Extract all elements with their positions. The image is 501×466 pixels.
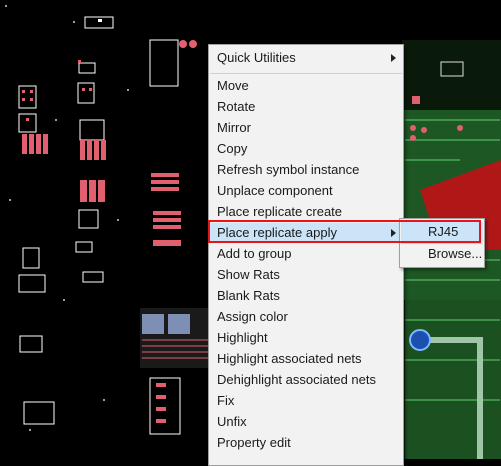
menu-item-highlight[interactable]: Highlight	[210, 328, 402, 348]
menu-item-place-replicate-apply[interactable]: Place replicate apply	[210, 223, 402, 243]
menu-item-label: Refresh symbol instance	[217, 162, 360, 177]
context-menu: Quick Utilities Move Rotate Mirror Copy …	[208, 44, 404, 466]
menu-item-rotate[interactable]: Rotate	[210, 97, 402, 117]
menu-item-label: Place replicate create	[217, 204, 343, 219]
menu-item-assign-color[interactable]: Assign color	[210, 307, 402, 327]
menu-item-blank-rats[interactable]: Blank Rats	[210, 286, 402, 306]
menu-item-label: Rotate	[217, 99, 256, 114]
menu-item-label: Quick Utilities	[217, 50, 296, 65]
menu-item-label: Highlight	[217, 330, 268, 345]
menu-item-label: Fix	[217, 393, 235, 408]
menu-item-quick-utilities[interactable]: Quick Utilities	[210, 48, 402, 68]
menu-item-property-edit[interactable]: Property edit	[210, 433, 402, 453]
menu-item-add-to-group[interactable]: Add to group	[210, 244, 402, 264]
menu-item-label: Highlight associated nets	[217, 351, 362, 366]
menu-item-dehighlight-associated-nets[interactable]: Dehighlight associated nets	[210, 370, 402, 390]
menu-item-move[interactable]: Move	[210, 76, 402, 96]
replicate-submenu: RJ45 Browse...	[399, 218, 485, 268]
submenu-separator	[401, 243, 483, 244]
menu-item-label: Move	[217, 78, 249, 93]
menu-item-label: Unfix	[217, 414, 247, 429]
menu-item-label: Unplace component	[217, 183, 333, 198]
menu-item-label: Dehighlight associated nets	[217, 372, 376, 387]
menu-item-label: Blank Rats	[217, 288, 280, 303]
menu-item-highlight-associated-nets[interactable]: Highlight associated nets	[210, 349, 402, 369]
submenu-item-label: RJ45	[428, 224, 459, 239]
menu-item-label: Property edit	[217, 435, 291, 450]
submenu-item-browse[interactable]: Browse...	[401, 244, 483, 264]
menu-item-place-replicate-create[interactable]: Place replicate create	[210, 202, 402, 222]
menu-item-label: Add to group	[217, 246, 292, 261]
submenu-arrow-icon	[391, 54, 396, 62]
menu-item-label: Show Rats	[217, 267, 280, 282]
menu-item-label: Mirror	[217, 120, 251, 135]
submenu-arrow-icon	[391, 229, 396, 237]
menu-item-show-rats[interactable]: Show Rats	[210, 265, 402, 285]
menu-item-fix[interactable]: Fix	[210, 391, 402, 411]
menu-item-label: Copy	[217, 141, 248, 156]
menu-item-unfix[interactable]: Unfix	[210, 412, 402, 432]
menu-item-label: Assign color	[217, 309, 288, 324]
menu-item-refresh-symbol-instance[interactable]: Refresh symbol instance	[210, 160, 402, 180]
menu-item-copy[interactable]: Copy	[210, 139, 402, 159]
submenu-item-rj45[interactable]: RJ45	[401, 222, 483, 242]
menu-item-label: Place replicate apply	[217, 225, 337, 240]
footprint-top-left	[84, 16, 114, 29]
menu-item-mirror[interactable]: Mirror	[210, 118, 402, 138]
highlight-annotation-box	[208, 220, 481, 243]
submenu-item-label: Browse...	[428, 246, 483, 261]
menu-item-unplace-component[interactable]: Unplace component	[210, 181, 402, 201]
menu-separator	[210, 73, 402, 74]
